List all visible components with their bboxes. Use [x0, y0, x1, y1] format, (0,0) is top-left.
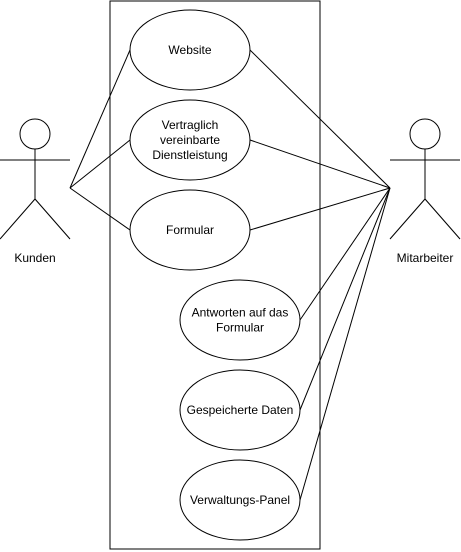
use-case-ellipse: [179, 279, 301, 361]
association-mitarbeiter-antworten: [299, 187, 391, 321]
association-mitarbeiter-daten: [299, 187, 391, 411]
actors: Kunden Mitarbeiter: [0, 118, 461, 265]
use-case-panel: Verwaltungs-Panel: [179, 459, 301, 541]
use-case-formular: Formular: [129, 189, 251, 271]
system-boundary: [109, 0, 321, 550]
association-lines: [69, 49, 391, 501]
association-kunden-formular: [69, 187, 131, 231]
association-mitarbeiter-formular: [249, 187, 391, 231]
actor-leg-left: [0, 198, 36, 240]
use-case-ellipse: [129, 9, 251, 91]
association-kunden-website: [69, 49, 131, 189]
actor-leg-left: [389, 198, 426, 240]
actor-label: Kunden: [14, 251, 55, 265]
use-case-daten: Gespeicherte Daten: [179, 369, 301, 451]
use-case-label: Dienstleistung: [152, 148, 227, 162]
use-case-label: Verwaltungs-Panel: [190, 493, 290, 507]
actor-leg-right: [424, 198, 461, 240]
use-cases: WebsiteVertraglichvereinbarteDienstleist…: [129, 9, 301, 541]
actor-mitarbeiter: Mitarbeiter: [389, 118, 461, 265]
use-case-label: Formular: [216, 321, 264, 335]
use-case-label: Gespeicherte Daten: [187, 403, 294, 417]
use-case-label: vereinbarte: [160, 133, 220, 147]
use-case-website: Website: [129, 9, 251, 91]
use-case-label: Antworten auf das: [192, 306, 289, 320]
actor-head: [409, 118, 441, 150]
actor-head: [19, 118, 51, 150]
use-case-label: Formular: [166, 223, 214, 237]
use-case-label: Vertraglich: [162, 118, 219, 132]
association-kunden-vertrag: [69, 139, 131, 189]
actor-label: Mitarbeiter: [397, 251, 454, 265]
association-mitarbeiter-panel: [299, 187, 391, 501]
use-case-ellipse: [179, 459, 301, 541]
use-case-ellipse: [129, 189, 251, 271]
actor-kunden: Kunden: [0, 118, 71, 265]
association-mitarbeiter-website: [249, 49, 391, 189]
use-case-ellipse: [129, 99, 251, 181]
use-case-label: Website: [168, 43, 211, 57]
association-mitarbeiter-vertrag: [249, 139, 391, 189]
actor-leg-right: [34, 198, 71, 240]
use-case-ellipse: [179, 369, 301, 451]
